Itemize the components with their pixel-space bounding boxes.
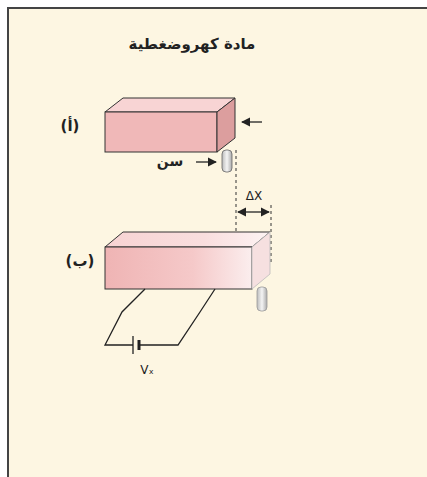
crystal-b <box>105 232 270 311</box>
pin-label: سن <box>157 154 183 169</box>
part-label: (ب) <box>66 253 95 270</box>
crystal-a <box>105 98 235 172</box>
guide-line <box>271 205 272 262</box>
dimension-label: ΔX <box>246 190 262 203</box>
part-label: (أ) <box>61 118 80 135</box>
force-arrow <box>242 121 262 122</box>
force-arrow <box>196 161 216 162</box>
dimension-arrow <box>238 211 269 212</box>
panel-ground <box>8 8 427 477</box>
voltage-label: Vₓ <box>140 364 154 377</box>
battery-circuit <box>105 289 215 354</box>
figure-title: مادة كهروضغطية <box>129 36 256 53</box>
